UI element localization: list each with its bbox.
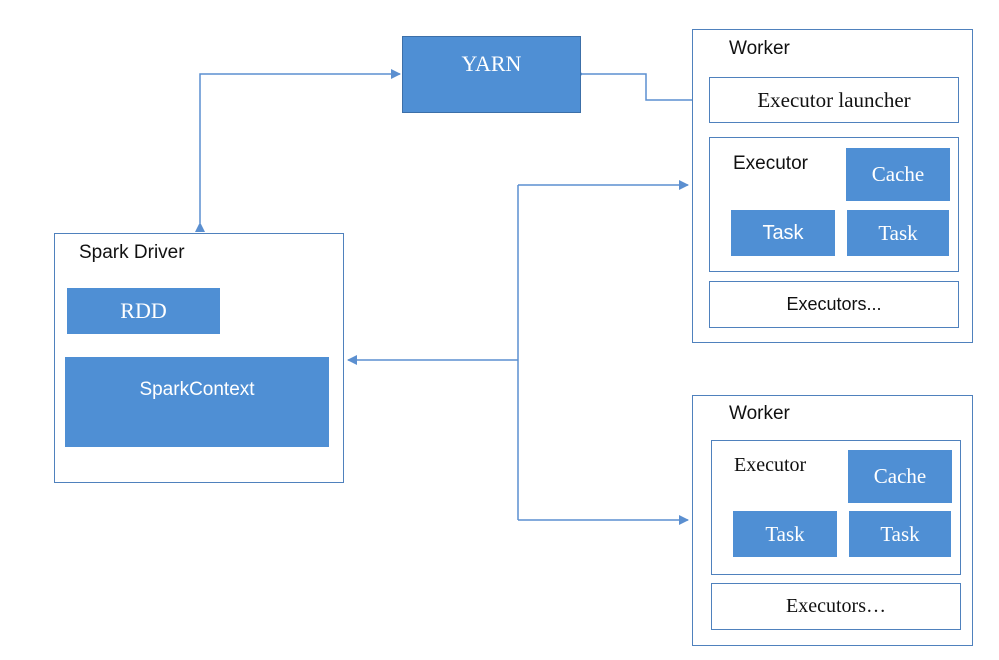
rdd-label: RDD — [120, 298, 167, 323]
spark-context-label: SparkContext — [139, 379, 255, 400]
executor-launcher-box — [709, 77, 959, 123]
worker-2-task-1-box: Task — [733, 511, 837, 557]
worker-2-cache-box: Cache — [848, 450, 952, 503]
worker-1-executors-more-box — [709, 281, 959, 328]
worker-2-task-1-label: Task — [765, 521, 805, 546]
worker-2-task-2-label: Task — [880, 521, 920, 546]
worker-1-executors-more-label: Executors... — [786, 294, 882, 314]
worker-2-cache-label: Cache — [873, 464, 927, 488]
worker-2-executors-more-box — [711, 583, 961, 630]
spark-context-box: SparkContext — [65, 357, 329, 447]
driver-yarn-connector — [195, 69, 401, 232]
worker-1-cache-box: Cache — [846, 148, 950, 201]
worker-1-cache-label: Cache — [871, 162, 925, 186]
yarn-launcher-connector — [574, 69, 708, 105]
worker-2-executor-title: Executor — [734, 454, 807, 476]
rdd-box: RDD — [67, 288, 220, 334]
worker-1-task-1-label: Task — [762, 221, 804, 244]
worker-1-executor-title: Executor — [733, 153, 808, 174]
worker-1-title: Worker — [729, 38, 790, 59]
worker-2-title: Worker — [729, 403, 790, 424]
worker-2-task-2-box: Task — [849, 511, 951, 557]
worker-1-task-2-label: Task — [878, 220, 918, 245]
worker-1-task-2-box: Task — [847, 210, 949, 256]
yarn-box: YARN — [402, 36, 581, 113]
worker-2-executors-more-label: Executors… — [786, 595, 886, 617]
yarn-label: YARN — [461, 51, 522, 76]
spark-driver-title: Spark Driver — [79, 242, 185, 263]
worker-1-task-1-box: Task — [731, 210, 835, 256]
executor-launcher-label: Executor launcher — [757, 87, 911, 112]
